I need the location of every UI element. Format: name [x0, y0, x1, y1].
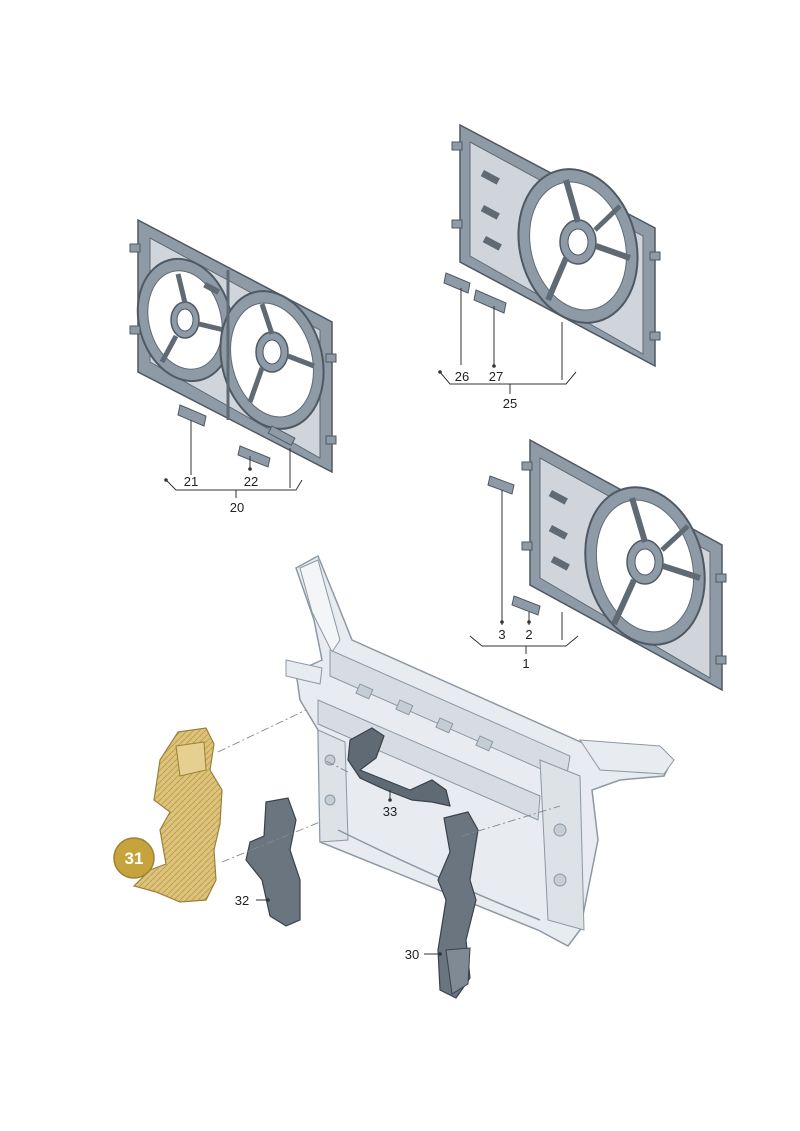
label-32: 32	[235, 893, 249, 908]
label-27: 27	[489, 369, 503, 384]
air-guide-32	[245, 797, 301, 927]
badge-31-label: 31	[125, 849, 144, 868]
label-3: 3	[498, 627, 505, 642]
leader-lines	[165, 288, 579, 955]
pad-22	[237, 445, 271, 468]
bracket-33	[347, 727, 451, 807]
fan-shroud-single-upper	[451, 123, 661, 368]
pad-26	[443, 272, 471, 294]
label-2: 2	[525, 627, 532, 642]
pad-21	[177, 404, 207, 427]
label-26: 26	[455, 369, 469, 384]
lock-carrier	[285, 554, 675, 947]
label-33: 33	[383, 804, 397, 819]
label-25: 25	[503, 396, 517, 411]
label-20: 20	[230, 500, 244, 515]
pad-3	[487, 475, 515, 495]
pad-27	[473, 289, 507, 314]
fan-shroud-dual	[129, 218, 337, 474]
leader-dots	[164, 364, 531, 956]
label-30: 30	[405, 947, 419, 962]
badge-31: 31	[113, 837, 155, 879]
fan-shroud-single-lower	[521, 438, 727, 692]
label-1: 1	[522, 656, 529, 671]
label-21: 21	[184, 474, 198, 489]
label-22: 22	[244, 474, 258, 489]
assembly-lines	[217, 709, 561, 863]
air-guide-31-highlighted	[132, 727, 223, 903]
pad-2	[511, 595, 541, 616]
air-guide-30	[437, 811, 479, 999]
